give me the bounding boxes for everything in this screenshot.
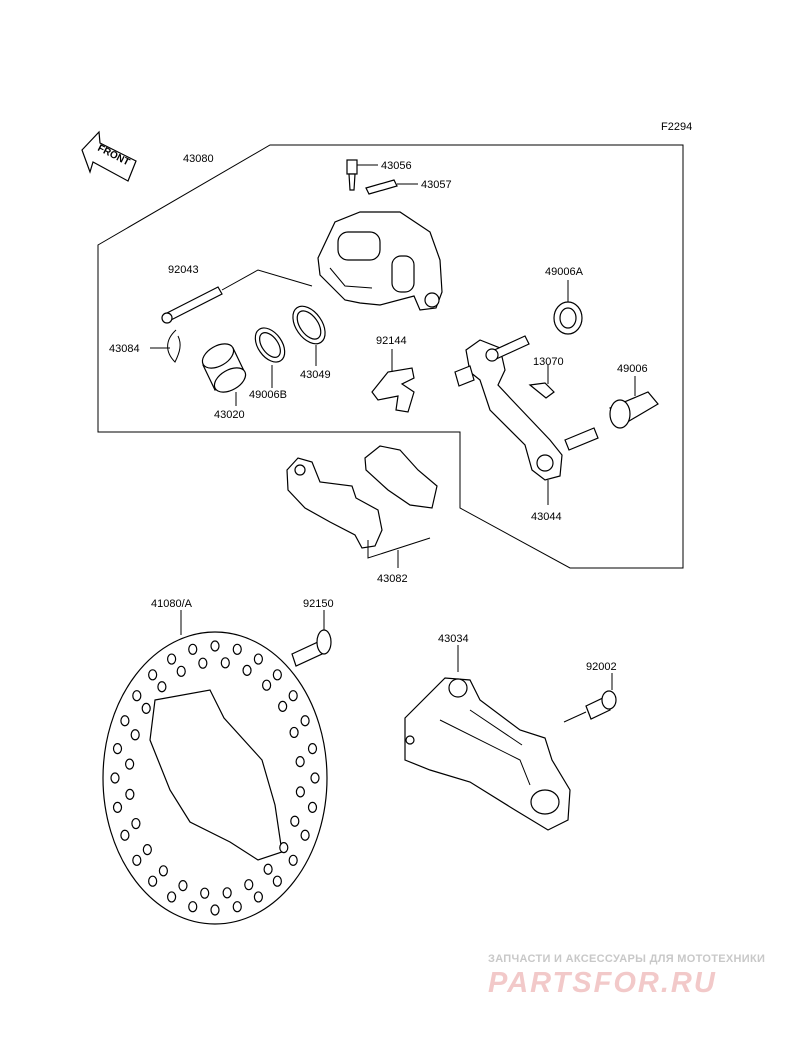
disc-hole <box>307 743 318 755</box>
disc-hole <box>289 726 299 739</box>
disc-hole <box>288 854 298 866</box>
label-13070: 13070 <box>533 356 564 368</box>
disc-hole <box>272 669 282 681</box>
bleeder-valve <box>346 159 378 191</box>
label-41080a: 41080/A <box>151 598 193 610</box>
label-43044: 43044 <box>531 511 562 523</box>
label-43084: 43084 <box>109 343 140 355</box>
front-arrow-icon: FRONT <box>81 130 137 182</box>
disc-hole <box>112 801 123 813</box>
piston-seal <box>254 327 286 388</box>
bracket-bolt <box>563 673 617 723</box>
disc-hole <box>279 842 289 854</box>
caliper-assembly-outline <box>97 144 684 569</box>
disc-hole <box>242 664 252 676</box>
label-92043: 92043 <box>168 264 199 276</box>
label-49006: 49006 <box>617 363 648 375</box>
label-49006a: 49006A <box>545 266 584 278</box>
disc-hole <box>141 702 151 714</box>
disc-hole <box>200 887 210 899</box>
disc-hole <box>232 901 242 913</box>
brake-disc <box>102 610 328 925</box>
disc-hole <box>130 729 140 741</box>
caliper-bracket <box>454 335 599 505</box>
pad-retainer <box>528 365 555 399</box>
label-92150: 92150 <box>303 598 334 610</box>
disc-hole <box>142 844 152 856</box>
label-92002: 92002 <box>586 661 617 673</box>
label-43056: 43056 <box>381 160 412 172</box>
disc-hole <box>210 640 220 652</box>
brake-pads <box>286 445 438 568</box>
disc-hole <box>253 891 263 903</box>
pin-clip <box>150 329 181 363</box>
disc-hole <box>295 756 305 768</box>
caliper-body <box>317 211 443 311</box>
disc-hole <box>167 653 177 665</box>
disc-hole <box>148 669 158 681</box>
disc-hole <box>112 743 123 755</box>
disc-hole <box>132 690 142 702</box>
disc-hole <box>131 817 141 830</box>
disc-hole <box>110 772 120 784</box>
watermark-brand: PARTSFOR.RU <box>488 967 717 999</box>
mounting-bracket <box>404 645 571 831</box>
label-92144: 92144 <box>376 335 407 347</box>
disc-hole <box>263 863 273 875</box>
disc-hole <box>210 904 220 916</box>
disc-hole <box>290 815 300 827</box>
disc-hole <box>244 879 254 891</box>
disc-hole <box>278 700 288 712</box>
disc-hole <box>307 801 318 813</box>
label-43080: 43080 <box>183 153 214 165</box>
label-43057: 43057 <box>421 179 452 191</box>
disc-hole <box>295 786 305 798</box>
watermark-tagline: ЗАПЧАСТИ И АКСЕССУАРЫ ДЛЯ МОТОТЕХНИКИ <box>488 953 765 965</box>
disc-bolt <box>291 610 332 667</box>
label-43034: 43034 <box>438 633 469 645</box>
disc-hole <box>198 657 208 669</box>
pin-boot-a <box>553 280 583 335</box>
disc-hole <box>288 690 298 702</box>
disc-hole <box>188 901 198 913</box>
disc-hole <box>125 758 135 770</box>
label-43020: 43020 <box>214 409 245 421</box>
disc-hole <box>310 772 320 784</box>
disc-hole <box>125 788 135 800</box>
pin-boot <box>609 376 659 429</box>
disc-hole <box>232 643 242 655</box>
disc-hole <box>120 829 130 841</box>
disc-hole <box>300 829 310 841</box>
disc-hole <box>188 643 198 655</box>
disc-hole <box>167 891 177 903</box>
caliper-piston <box>201 343 247 406</box>
disc-hole <box>176 665 186 677</box>
disc-hole <box>178 880 188 892</box>
disc-hole <box>222 887 232 899</box>
figure-code: F2294 <box>661 121 692 133</box>
disc-hole <box>157 681 167 693</box>
disc-hole <box>132 854 142 866</box>
label-49006b: 49006B <box>249 389 287 401</box>
disc-hole <box>158 865 168 877</box>
disc-hole <box>148 875 158 887</box>
bleeder-cap <box>365 179 418 195</box>
disc-hole <box>262 679 272 691</box>
pad-spring <box>371 349 415 413</box>
disc-hole <box>253 653 263 665</box>
label-43049: 43049 <box>300 369 331 381</box>
disc-hole <box>272 875 282 887</box>
disc-hole <box>300 715 310 727</box>
disc-hole <box>120 715 130 727</box>
dust-seal <box>292 305 326 366</box>
label-43082: 43082 <box>377 573 408 585</box>
caliper-pin <box>161 269 313 324</box>
disc-hole <box>220 657 230 669</box>
